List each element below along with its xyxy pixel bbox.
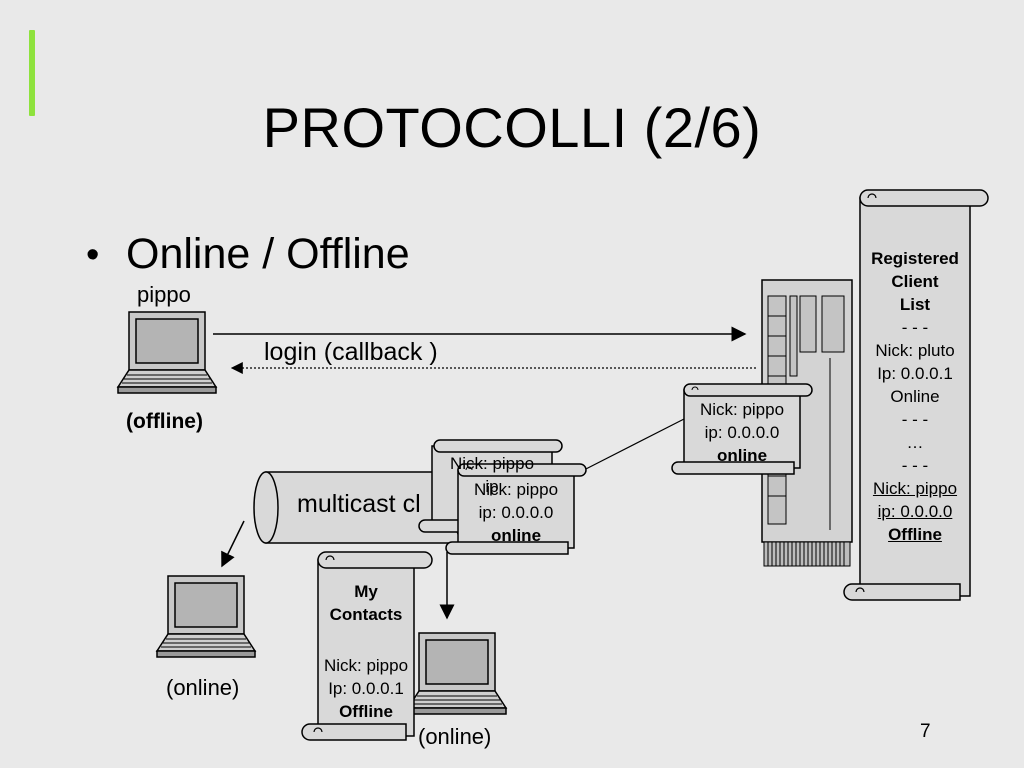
front-note-status: online	[490, 526, 542, 545]
server-note-status: online	[716, 446, 768, 465]
list-entry2-status: Offline	[888, 525, 942, 544]
front-note-nick: Nick: pippo	[473, 480, 559, 499]
back-note-ip: ip	[485, 477, 499, 496]
list-entry2-nick: Nick: pippo	[872, 479, 958, 498]
multicast-arrow-left	[221, 520, 245, 568]
list-entry2-ip: ip: 0.0.0.0	[877, 502, 953, 521]
back-note-nick: Nick: pippo	[449, 454, 535, 473]
contacts-status: Offline	[339, 702, 393, 721]
list-title-2: Client	[891, 272, 939, 291]
contacts-nick: Nick: pippo	[323, 656, 409, 675]
scroll-icon	[671, 383, 813, 475]
front-note-ip: ip: 0.0.0.0	[478, 503, 554, 522]
back-note: Nick: pippo ip	[434, 452, 550, 504]
contacts-title-1: My	[354, 582, 378, 601]
list-separator: - - -	[901, 410, 929, 429]
laptop-icon	[407, 632, 507, 715]
connector-line	[579, 417, 687, 473]
contacts-title-2: Contacts	[329, 605, 403, 624]
scroll-icon	[843, 189, 989, 601]
slide-title: PROTOCOLLI (2/6)	[262, 96, 762, 159]
list-entry1-status: Online	[890, 387, 940, 406]
accent-bar	[29, 30, 35, 116]
server-note-nick: Nick: pippo	[699, 400, 785, 419]
client-left-status: (online)	[166, 675, 240, 700]
front-note: Nick: pippo ip: 0.0.0.0 online	[458, 478, 574, 547]
list-separator: - - -	[901, 318, 929, 337]
server-note-ip: ip: 0.0.0.0	[704, 423, 780, 442]
server-note: Nick: pippo ip: 0.0.0.0 online	[684, 398, 800, 467]
bullet-text: Online / Offline	[126, 230, 410, 278]
client-bottom-status: (online)	[418, 724, 492, 749]
my-contacts: My Contacts Nick: pippo Ip: 0.0.0.1 Offl…	[314, 580, 418, 723]
list-title-1: Registered	[871, 249, 959, 268]
bullet-dot: •	[86, 234, 100, 276]
scroll-icon	[301, 551, 433, 741]
list-ellipsis: …	[906, 433, 924, 452]
login-label: login (callback )	[264, 338, 438, 366]
list-entry1-nick: Nick: pluto	[875, 341, 955, 360]
laptop-icon	[117, 311, 217, 394]
multicast-label: multicast cl	[297, 490, 421, 518]
list-entry1-ip: Ip: 0.0.0.1	[877, 364, 953, 383]
page-number: 7	[920, 721, 931, 742]
scroll-icon	[445, 463, 587, 555]
registered-client-list: Registered Client List - - - Nick: pluto…	[860, 247, 970, 546]
client-name-label: pippo	[137, 282, 191, 307]
list-separator: - - -	[901, 456, 929, 475]
list-title-3: List	[899, 295, 931, 314]
contacts-ip: Ip: 0.0.0.1	[328, 679, 404, 698]
laptop-icon	[156, 575, 256, 658]
client-status-label: (offline)	[126, 410, 203, 433]
